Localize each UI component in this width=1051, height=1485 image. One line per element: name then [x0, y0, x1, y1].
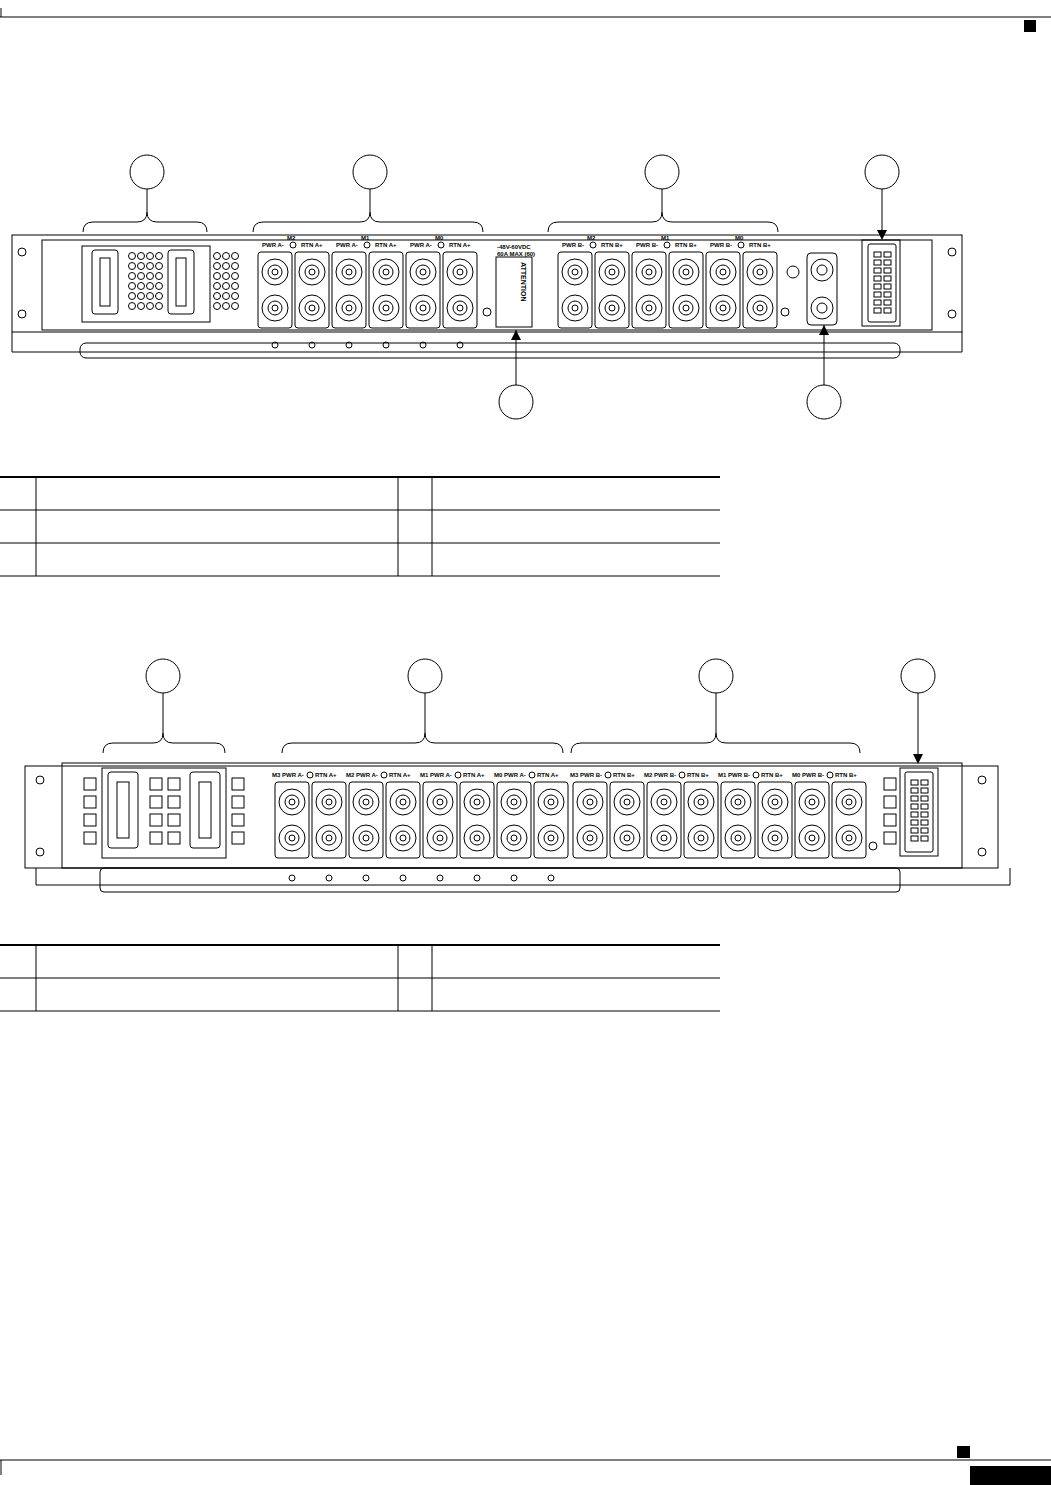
terminal-label: PWR B- [636, 242, 658, 248]
terminal-label: RTN A+ [315, 772, 337, 778]
terminal-label: RTN B+ [613, 772, 635, 778]
terminal-label: M2 [587, 235, 595, 241]
terminal-label: M3 PWR B- [570, 772, 602, 778]
terminal-label: PWR A- [336, 242, 358, 248]
terminal-label: PWR A- [410, 242, 432, 248]
terminal-label: RTN B+ [675, 242, 697, 248]
terminal-label: RTN A+ [301, 242, 323, 248]
terminal-label: PWR A- [262, 242, 284, 248]
terminal-label: M1 [661, 235, 669, 241]
terminal-label: M1 PWR B- [718, 772, 750, 778]
terminal-label: 60A MAX (60) [497, 251, 535, 257]
terminal-label: M1 [361, 235, 369, 241]
warning-label: ATTENTION [520, 262, 526, 302]
terminal-label: RTN B+ [687, 772, 709, 778]
terminal-label: M1 PWR A- [420, 772, 452, 778]
terminal-label: M0 PWR B- [792, 772, 824, 778]
terminal-label: RTN A+ [449, 242, 471, 248]
terminal-label: M0 [435, 235, 443, 241]
terminal-label: RTN A+ [389, 772, 411, 778]
terminal-label: RTN A+ [537, 772, 559, 778]
terminal-label: RTN B+ [601, 242, 623, 248]
terminal-label: RTN B+ [835, 772, 857, 778]
terminal-label: M2 PWR A- [346, 772, 378, 778]
terminal-label: PWR B- [562, 242, 584, 248]
terminal-label: M2 [287, 235, 295, 241]
terminal-label: M0 PWR A- [494, 772, 526, 778]
terminal-label: M3 PWR A- [272, 772, 304, 778]
terminal-label: -48V-60VDC [497, 244, 531, 250]
terminal-label: M2 PWR B- [644, 772, 676, 778]
terminal-label: RTN B+ [749, 242, 771, 248]
terminal-label: PWR B- [710, 242, 732, 248]
terminal-label: RTN A+ [463, 772, 485, 778]
terminal-label: RTN A+ [375, 242, 397, 248]
terminal-label: M0 [735, 235, 743, 241]
terminal-label: RTN B+ [761, 772, 783, 778]
